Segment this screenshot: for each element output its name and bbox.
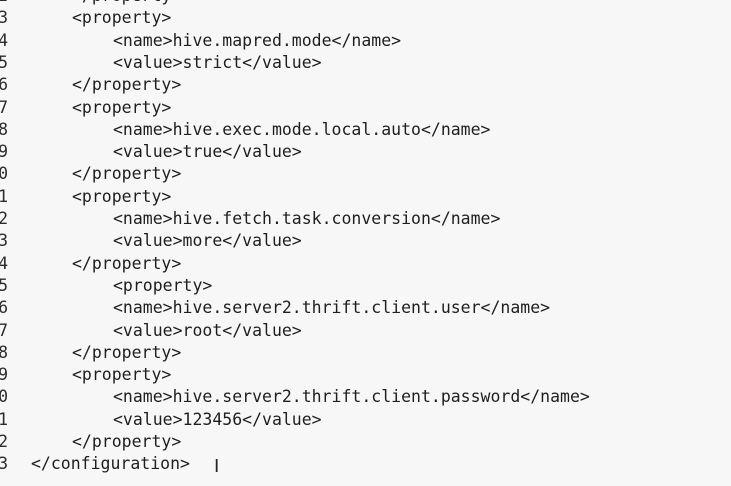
code-line[interactable]: 2 </property> [0, 431, 731, 453]
line-number: 6 [0, 298, 8, 318]
code-text[interactable]: <property> [72, 365, 172, 385]
line-number: 0 [0, 387, 8, 407]
code-text[interactable]: </configuration> [31, 454, 190, 474]
code-line[interactable]: 3 <property> [0, 7, 731, 29]
code-line[interactable]: 2 </property> [0, 0, 731, 7]
line-number: 7 [0, 320, 8, 340]
code-line[interactable]: 1 <value>123456</value> [0, 409, 731, 431]
code-line[interactable]: 6 <name>hive.server2.thrift.client.user</… [0, 297, 731, 319]
line-number: 4 [0, 30, 8, 50]
code-line[interactable]: 1 <property> [0, 186, 731, 208]
code-line[interactable]: 4 </property> [0, 253, 731, 275]
code-line[interactable]: 3 <value>more</value> [0, 230, 731, 252]
code-text[interactable]: </property> [72, 75, 182, 95]
code-line[interactable]: 8 </property> [0, 342, 731, 364]
line-number: 3 [0, 454, 8, 474]
line-number: 9 [0, 142, 8, 162]
code-line[interactable]: 9 <property> [0, 364, 731, 386]
line-number: 5 [0, 275, 8, 295]
line-number: 2 [0, 209, 8, 228]
code-line[interactable]: 5 <property> [0, 275, 731, 297]
code-text[interactable]: <property> [72, 186, 172, 206]
line-number: 7 [0, 97, 8, 117]
code-line[interactable]: 6 </property> [0, 74, 731, 96]
code-text[interactable]: <value>root</value> [113, 320, 302, 340]
text-cursor-icon: I [214, 456, 220, 477]
code-text[interactable]: <property> [72, 97, 172, 117]
line-number: 3 [0, 8, 8, 28]
line-number: 1 [0, 186, 8, 206]
code-text[interactable]: <value>123456</value> [113, 409, 322, 429]
code-text[interactable]: <value>true</value> [113, 142, 302, 162]
code-text[interactable]: </property> [72, 0, 181, 7]
code-line[interactable]: 0 </property> [0, 163, 731, 185]
line-number: 6 [0, 75, 8, 95]
line-number: 2 [0, 0, 8, 7]
line-number: 8 [0, 119, 8, 139]
line-number: 9 [0, 365, 8, 385]
line-number: 4 [0, 253, 8, 273]
code-text[interactable]: <name>hive.exec.mode.local.auto</name> [113, 119, 491, 139]
code-text[interactable]: <value>strict</value> [113, 52, 322, 72]
code-text[interactable]: <name>hive.fetch.task.conversion</name> [113, 209, 501, 228]
code-text[interactable]: </property> [72, 342, 182, 362]
line-number: 0 [0, 164, 8, 184]
line-number: 3 [0, 231, 8, 251]
line-number: 2 [0, 432, 8, 451]
code-line[interactable]: 7 <property> [0, 97, 731, 119]
code-text[interactable]: <name>hive.server2.thrift.client.passwor… [113, 387, 590, 407]
code-text[interactable]: <property> [72, 8, 172, 28]
code-line[interactable]: 8 <name>hive.exec.mode.local.auto</name> [0, 119, 731, 141]
code-text[interactable]: <value>more</value> [113, 231, 302, 251]
line-number: 5 [0, 52, 8, 72]
code-text[interactable]: </property> [72, 432, 182, 451]
code-text[interactable]: <name>hive.server2.thrift.client.user</n… [113, 298, 551, 318]
code-line[interactable]: 4 <name>hive.mapred.mode</name> [0, 30, 731, 52]
line-number: 1 [0, 409, 8, 429]
code-text[interactable]: <property> [113, 275, 213, 295]
code-line[interactable]: 0 <name>hive.server2.thrift.client.passwo… [0, 386, 731, 408]
code-text[interactable]: <name>hive.mapred.mode</name> [113, 30, 402, 50]
line-number: 8 [0, 342, 8, 362]
code-line[interactable]: 2 <name>hive.fetch.task.conversion</name> [0, 208, 731, 230]
code-line[interactable]: 7 <value>root</value> [0, 320, 731, 342]
code-text[interactable]: </property> [72, 253, 182, 273]
code-line[interactable]: 3 </configuration> [0, 453, 731, 475]
code-line[interactable]: 9 <value>true</value> [0, 141, 731, 163]
code-line[interactable]: 5 <value>strict</value> [0, 52, 731, 74]
code-text[interactable]: </property> [72, 164, 182, 184]
